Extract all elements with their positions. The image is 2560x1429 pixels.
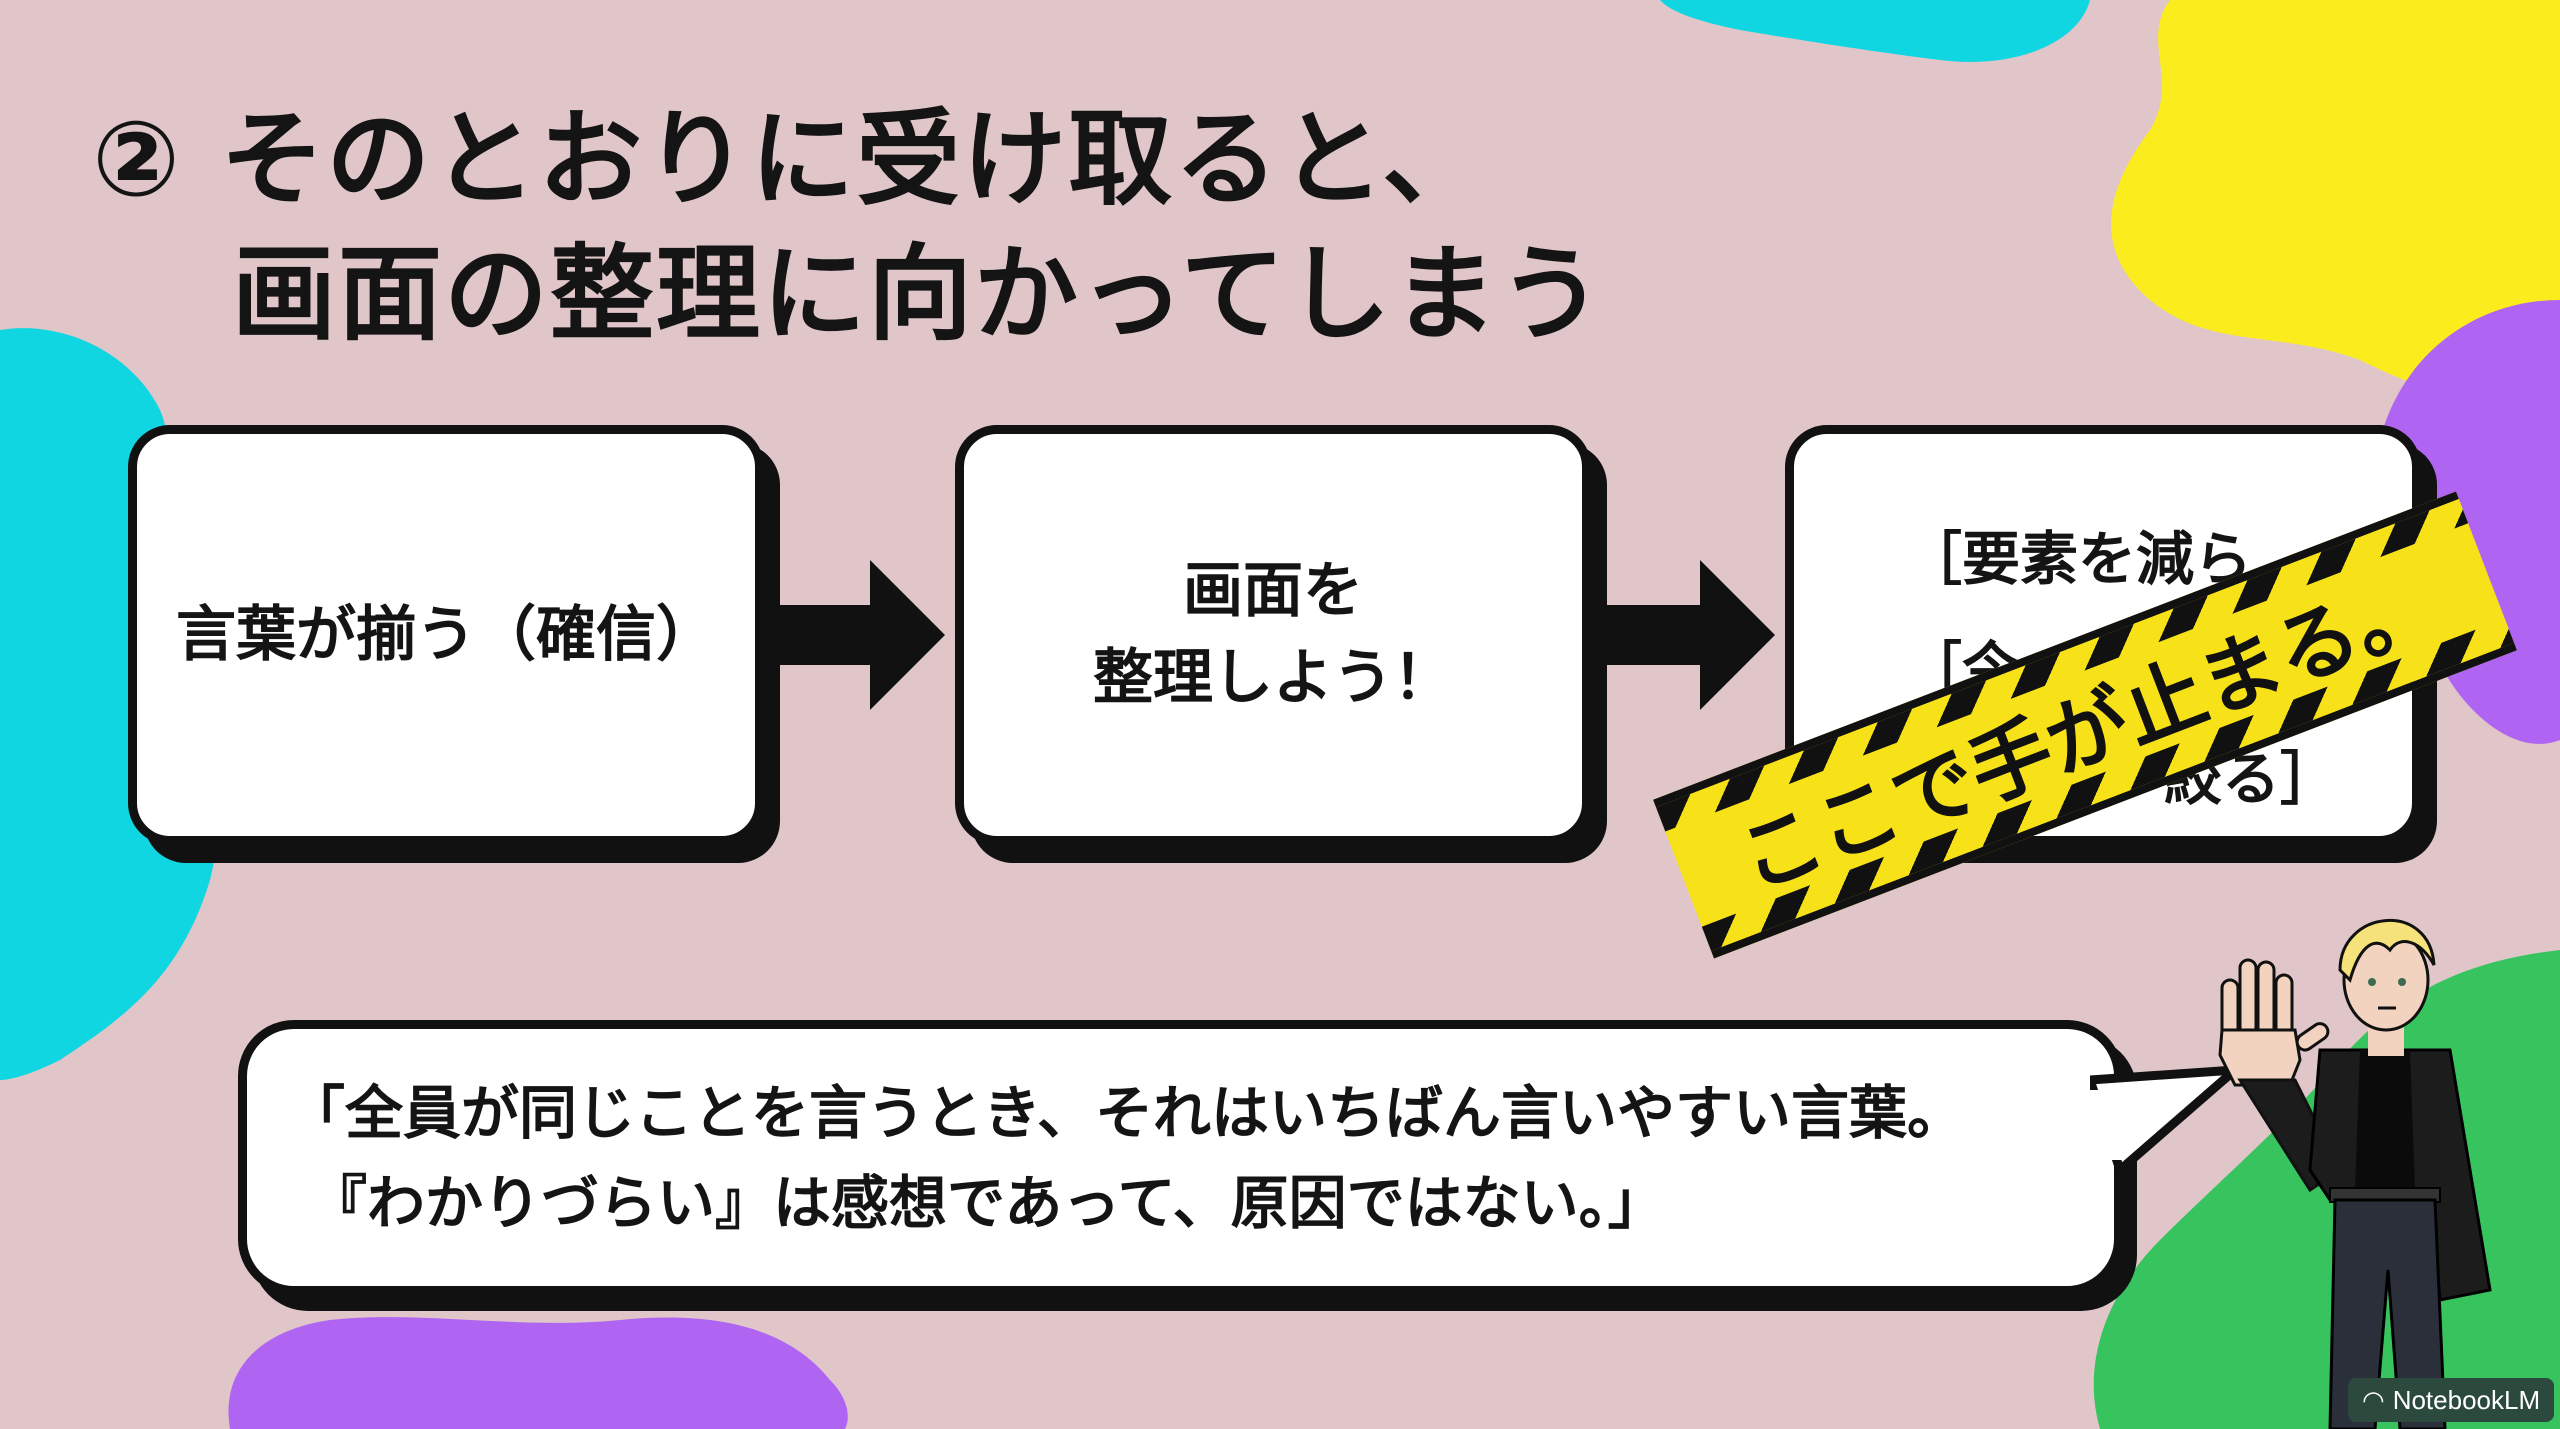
yellow-blob-top-right <box>2111 0 2560 400</box>
speech-bubble-text: 「全員が同じことを言うとき、それはいちばん言いやすい言葉。 『わかりづらい』は感… <box>287 1069 1965 1249</box>
title-line-1: ② そのとおりに受け取ると、 <box>92 98 1489 220</box>
watermark-label: NotebookLM <box>2392 1384 2541 1415</box>
character-illustration <box>2218 918 2492 1429</box>
flow-card-2-text: 画面を 整理しよう！ <box>1093 548 1453 722</box>
flow-card-1: 言葉が揃う（確信） <box>128 425 764 845</box>
cyan-blob-left <box>0 328 219 1081</box>
title-line-2: 画面の整理に向かってしまう <box>232 233 1605 356</box>
notebooklm-icon: ◠ <box>2362 1384 2385 1415</box>
speech-bubble: 「全員が同じことを言うとき、それはいちばん言いやすい言葉。 『わかりづらい』は感… <box>238 1020 2123 1295</box>
flow-card-3-line-1: ［要素を減ら <box>1904 525 2253 593</box>
speech-bubble-tail <box>2090 1065 2240 1175</box>
flow-arrow-right-icon <box>1605 560 1775 710</box>
flow-card-1-text: 言葉が揃う（確信） <box>176 599 716 670</box>
purple-blob-bottom <box>228 1317 848 1429</box>
slide-title: ② そのとおりに受け取ると、 画面の整理に向かってしまう <box>92 92 1605 362</box>
flow-card-2-line-1: 画面を <box>1183 556 1363 626</box>
flow-card-3-text: ［要素を減ら ［今 絞る］ <box>1904 504 2338 835</box>
notebooklm-watermark: ◠ NotebookLM <box>2348 1378 2555 1422</box>
flow-arrow-right-icon <box>775 560 945 710</box>
quote-line-1: 「全員が同じことを言うとき、それはいちばん言いやすい言葉。 <box>287 1079 1965 1147</box>
raised-hand-icon <box>2218 958 2330 1087</box>
flow-card-2: 画面を 整理しよう！ <box>955 425 1591 845</box>
cyan-blob-top <box>1660 0 2090 62</box>
quote-line-2: 『わかりづらい』は感想であって、原因ではない。」 <box>309 1168 1666 1237</box>
flow-card-2-line-2: 整理しよう！ <box>1093 643 1453 713</box>
